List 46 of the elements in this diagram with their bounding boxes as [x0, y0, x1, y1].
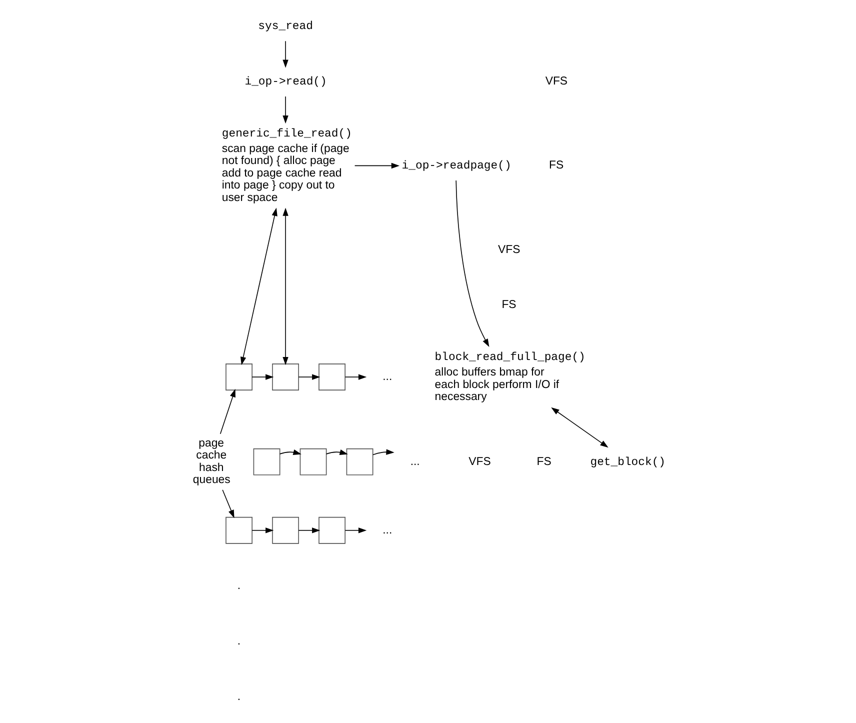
node-box	[318, 516, 345, 544]
arrow	[282, 208, 288, 366]
node-text: block_read_full_page() alloc buffers bmap for each block perform I/O if necessary	[434, 351, 585, 404]
arrow	[240, 208, 277, 366]
label: VFS	[498, 244, 520, 256]
arrow	[298, 374, 320, 380]
node-text: ...	[382, 524, 392, 536]
label: .	[236, 635, 240, 648]
arrow	[222, 489, 234, 518]
arrow	[219, 388, 235, 434]
arrow	[354, 162, 400, 169]
arrow	[455, 180, 489, 348]
arrow	[325, 449, 348, 455]
node-text: generic_file_read() scan page cache if (page not found) { alloc page add to page cache read into page } copy out to user space	[221, 128, 352, 204]
node-text: sys_read	[258, 20, 312, 34]
arrow	[282, 40, 288, 68]
arrow	[372, 449, 394, 456]
node-box	[252, 448, 280, 476]
arrow	[344, 374, 366, 380]
node-box	[299, 448, 326, 476]
node-text: ...	[410, 456, 420, 468]
label: .	[236, 690, 240, 703]
label: VFS	[468, 456, 490, 468]
arrow	[344, 528, 366, 534]
arrow	[550, 407, 608, 448]
node-text: page cache hash queues	[192, 438, 230, 486]
node-text: get_block()	[590, 456, 666, 469]
node-box	[346, 448, 373, 476]
node-text: i_op->read()	[244, 76, 326, 89]
label: FS	[501, 299, 516, 312]
node-box	[272, 364, 298, 390]
node-text: i_op->readpage()	[401, 160, 511, 173]
arrow	[278, 449, 301, 455]
node-box	[225, 516, 252, 544]
label: VFS	[544, 76, 568, 88]
label: FS	[548, 160, 564, 172]
node-box	[272, 516, 298, 544]
label: .	[236, 580, 240, 592]
node-box	[225, 364, 252, 390]
node-box	[318, 364, 345, 390]
arrow	[251, 528, 274, 534]
arrow	[251, 374, 274, 380]
arrow	[298, 528, 320, 534]
node-text: ...	[382, 371, 392, 384]
label: FS	[536, 456, 551, 468]
arrow	[282, 96, 288, 124]
